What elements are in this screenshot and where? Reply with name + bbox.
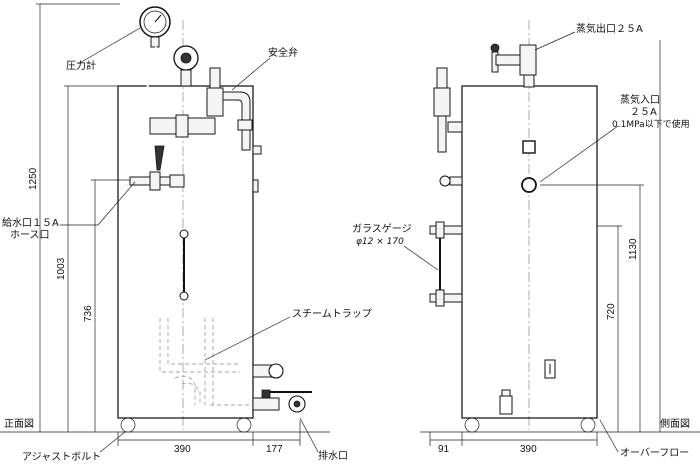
side-water-inlet: [439, 175, 463, 187]
leader-steam-inlet: [539, 125, 619, 183]
dim-text-1003: 1003: [56, 257, 67, 280]
label-safety-valve: 安全弁: [268, 46, 298, 59]
union-fitting: [175, 114, 189, 138]
label-glass-gauge-1: ガラスゲージ: [352, 223, 412, 235]
steam-trap-icon: [252, 363, 284, 379]
label-water-inlet-1: 給水口１５A: [2, 216, 59, 229]
dim-text-91: 91: [438, 444, 450, 455]
steam-outlet-valve-icon: [490, 43, 537, 88]
label-side-view: 側面図: [660, 417, 690, 430]
leader-adjust-bolt: [99, 431, 126, 453]
side-fitting-lower: [252, 179, 259, 193]
dim-text-1130: 1130: [628, 238, 639, 260]
dim-text-177: 177: [266, 444, 283, 455]
label-steam-outlet: 蒸気出口２５A: [576, 22, 643, 35]
label-overflow: オーバーフロー: [620, 447, 689, 459]
front-glass-gauge: [179, 229, 189, 301]
side-glass-gauge-icon: [429, 221, 463, 307]
leader-pressure-gauge: [77, 27, 141, 65]
side-boiler-body: [461, 85, 598, 419]
safety-valve-icon: [206, 67, 253, 151]
dim-text-736: 736: [83, 305, 94, 322]
leader-glass-gauge: [403, 245, 439, 271]
leader-overflow: [599, 419, 619, 453]
side-left-caster: [464, 417, 480, 433]
label-steam-trap: スチームトラップ: [292, 308, 372, 320]
leader-steam-outlet: [534, 31, 576, 51]
dim-text-390-front: 390: [174, 444, 191, 455]
leader-steam-trap: [204, 316, 291, 361]
water-inlet-valve-icon: [129, 145, 185, 191]
label-adjust-bolt: アジャストボルト: [22, 451, 101, 463]
front-right-caster: [236, 417, 252, 433]
leader-water-inlet: [60, 181, 136, 226]
side-fitting-upper: [252, 145, 262, 155]
label-pressure-gauge: 圧力計: [66, 59, 96, 72]
steam-trap-piping: [159, 318, 250, 406]
dim-text-1250: 1250: [28, 167, 39, 190]
front-left-caster: [120, 417, 136, 433]
dim-text-720: 720: [606, 303, 617, 320]
drain-valve-icon: [252, 389, 312, 413]
overflow-fitting-icon: [499, 359, 556, 415]
side-safety-pipe: [433, 67, 463, 153]
steam-inlet-port: [521, 177, 537, 193]
label-steam-inlet-1: 蒸気入口: [620, 93, 660, 106]
leader-drain: [299, 417, 319, 453]
pressure-gauge-icon: [139, 6, 171, 115]
dim-text-390-side: 390: [520, 444, 537, 455]
label-steam-inlet-2: ２５A: [630, 107, 657, 118]
label-glass-gauge-2: φ12 × 170: [356, 237, 404, 247]
label-drain: 排水口: [318, 449, 348, 462]
side-view: [403, 20, 700, 453]
label-front-view: 正面図: [4, 418, 34, 430]
leader-safety-valve: [231, 57, 271, 91]
label-water-inlet-2: ホース口: [10, 229, 50, 241]
label-steam-inlet-3: 0.1MPa以下で使用: [612, 118, 690, 130]
steam-inlet-port-upper: [522, 140, 536, 154]
front-view: [0, 3, 330, 453]
side-right-caster: [580, 417, 596, 433]
valve-handle-icon: [173, 45, 199, 87]
